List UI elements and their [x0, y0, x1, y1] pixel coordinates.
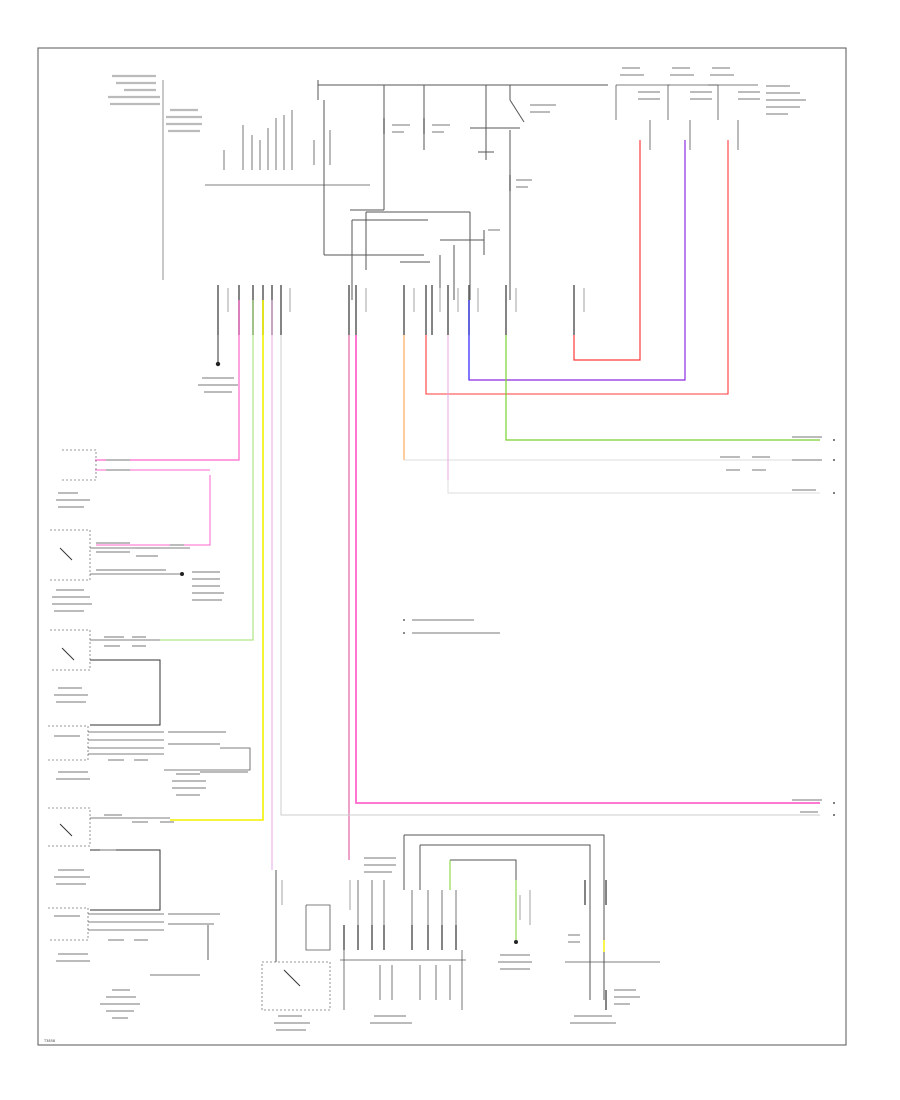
switch-4-labels [54, 814, 174, 885]
module-left-rear-labels [54, 731, 248, 796]
right-end-arrows [833, 439, 835, 816]
right-end-labels [720, 436, 822, 813]
wire-red-right-loop [573, 140, 641, 361]
switch-1-labels [56, 459, 130, 508]
driver-door-labels [364, 857, 532, 1024]
switch-box-4 [48, 807, 91, 847]
fuse-labels [392, 104, 556, 231]
wire-gray-right [280, 335, 820, 816]
wire-green-right [505, 335, 820, 441]
module-right-rear-labels [54, 913, 220, 1019]
driver-door-vertical-labels [281, 880, 531, 925]
wire-yellow [170, 300, 264, 821]
ground-point-icon [215, 361, 221, 367]
center-legend [412, 619, 500, 634]
switch-box-1 [62, 449, 97, 481]
fuse-symbols [383, 118, 511, 191]
upper-vertical-labels [223, 110, 331, 170]
wire-pink-long [355, 335, 820, 804]
switch-2-ground-icon [180, 572, 184, 576]
diagram-frame [37, 47, 847, 1046]
switch-2-labels [52, 542, 224, 612]
pin-labels-row [227, 288, 585, 312]
module-left-rear-wires [88, 731, 164, 755]
switch-4-contact [59, 823, 73, 837]
switch-4-loop [90, 849, 161, 911]
figure-tag: T3858 [43, 1039, 55, 1043]
switch-3-contact [61, 647, 75, 661]
driver-switch-box-2 [305, 904, 331, 951]
driver-switch-labels [274, 1015, 310, 1031]
center-legend-markers [403, 619, 405, 634]
connector-pins-row [217, 285, 575, 335]
switch-box-3 [50, 629, 91, 671]
switch-3-labels [54, 636, 146, 703]
driver-switch-box [261, 961, 331, 1011]
lamp-labels [568, 934, 640, 1024]
driver-door-connector-pins [343, 925, 457, 950]
wire-violet-right [468, 140, 686, 381]
wire-red-long [425, 140, 729, 395]
module-right-rear-wires [88, 913, 164, 931]
driver-door-module-bus [404, 834, 605, 860]
top-left-label-block [108, 74, 202, 133]
driver-switch-contact [283, 969, 301, 987]
driver-door-wires [343, 880, 463, 1010]
wire-green-left [160, 300, 254, 641]
top-right-modules [615, 84, 758, 120]
wire-pink-left-2 [96, 475, 211, 546]
module-left-rear-return [164, 747, 251, 771]
lamp-connector-pins [584, 880, 607, 1010]
switch-box-2 [50, 529, 91, 581]
top-right-vertical-labels [649, 120, 739, 150]
wire-pink-left [95, 300, 240, 461]
ground-label [198, 377, 238, 393]
module-box-left-rear [48, 725, 89, 761]
module-box-right-rear [48, 907, 89, 941]
top-right-labels [620, 67, 806, 115]
driver-door-module-bus-5 [450, 859, 517, 880]
switch-2-contact [59, 547, 73, 561]
switch-3-loop [90, 659, 161, 726]
top-power-bus [317, 80, 608, 300]
driver-door-ground-icon [514, 940, 518, 944]
driver-door-module-bus-2 [420, 844, 591, 860]
